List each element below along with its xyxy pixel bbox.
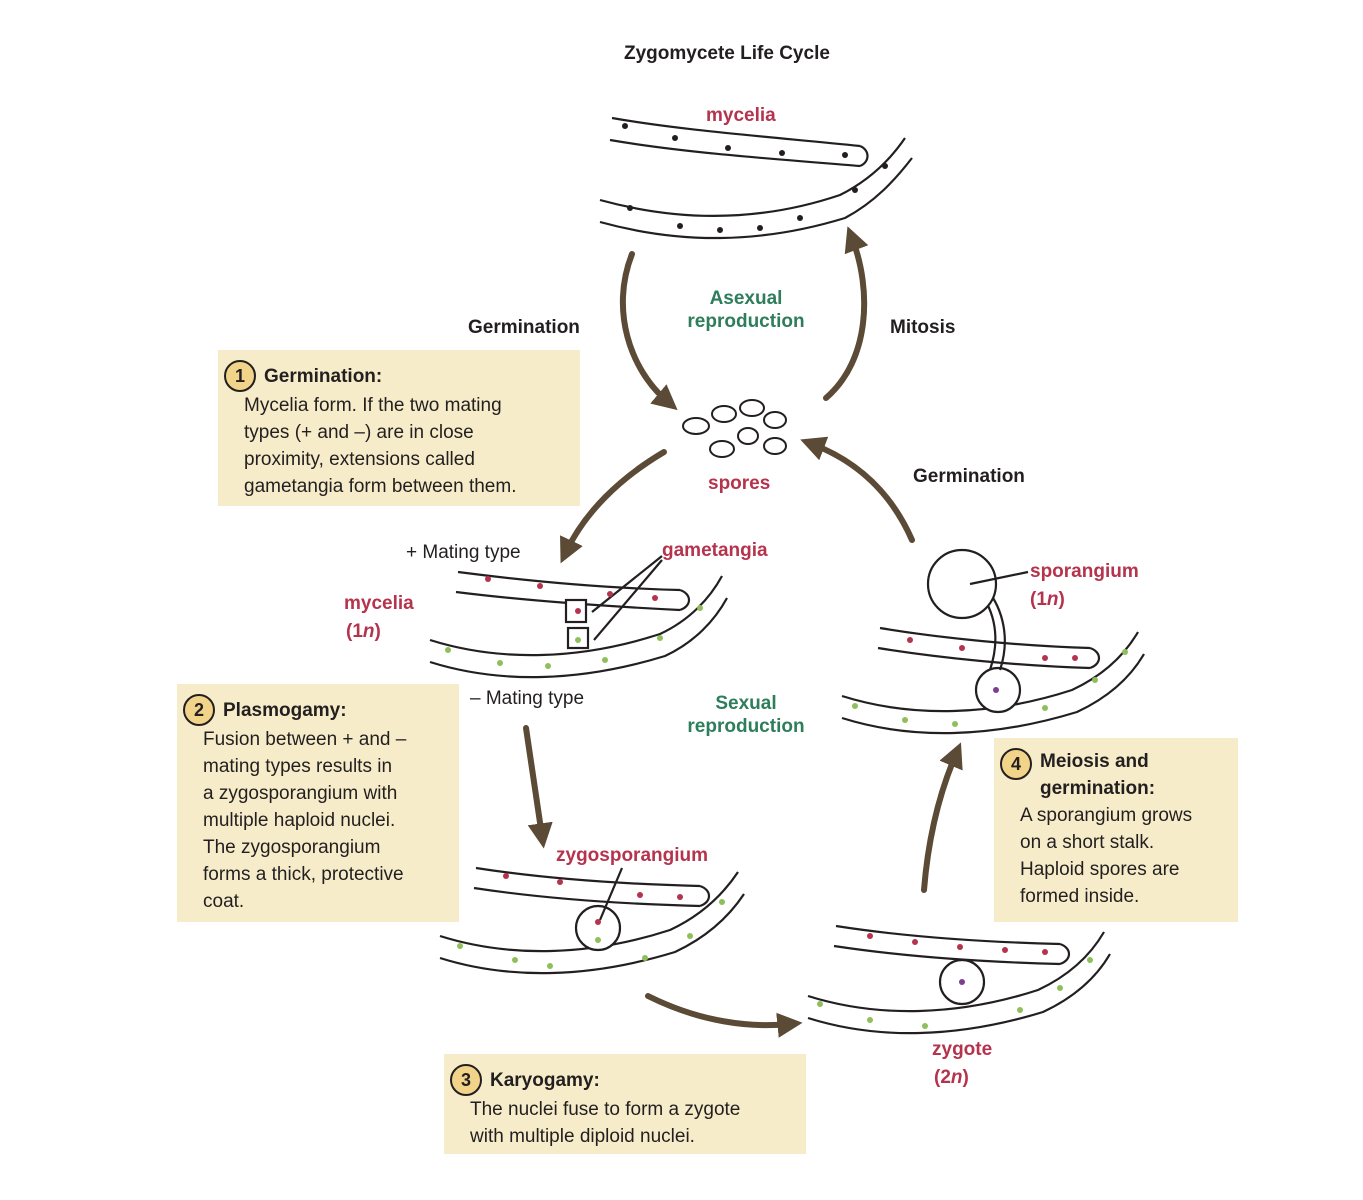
- step-box-2: 2 Plasmogamy: Fusion between + and – mat…: [177, 684, 459, 922]
- step-line: The zygosporangium: [203, 837, 381, 858]
- label-zygote-ploidy: (2n): [934, 1066, 969, 1089]
- step-line: Haploid spores are: [1020, 859, 1180, 880]
- label-spores: spores: [708, 473, 771, 494]
- step-body: A sporangium grows on a short stalk. Hap…: [1020, 802, 1224, 910]
- step-title: Germination:: [264, 365, 383, 387]
- step-header: 4 Meiosis and germination:: [1000, 748, 1224, 802]
- step-line: mating types results in: [203, 756, 393, 777]
- step-body: Fusion between + and – mating types resu…: [203, 726, 445, 915]
- label-zygote: zygote: [932, 1039, 993, 1060]
- step-badge: 2: [183, 694, 215, 726]
- step-line: proximity, extensions called: [244, 449, 475, 470]
- label-asexual-reproduction: Asexual reproduction: [676, 287, 816, 333]
- ploidy-n: n: [950, 1067, 963, 1088]
- step-header: 3 Karyogamy:: [450, 1064, 792, 1096]
- step-line: forms a thick, protective: [203, 864, 404, 885]
- arrow-germination-left: [619, 251, 678, 411]
- step-title: Karyogamy:: [490, 1069, 600, 1091]
- spores-illustration: [682, 399, 787, 458]
- step-line: Fusion between + and –: [203, 729, 407, 750]
- ploidy-n: n: [1046, 589, 1059, 610]
- step-line: a zygosporangium with: [203, 783, 398, 804]
- label-zygosporangium: zygosporangium: [556, 845, 709, 866]
- ploidy-n: n: [362, 621, 375, 642]
- zygosporangium-nuclei: [457, 873, 725, 969]
- step-title: Plasmogamy:: [223, 699, 347, 721]
- label-minus-mating-type: – Mating type: [470, 688, 585, 709]
- arrow-spores-to-gametangia: [560, 449, 667, 564]
- step-body: Mycelia form. If the two mating types (+…: [244, 392, 566, 500]
- step-box-4: 4 Meiosis and germination: A sporangium …: [994, 738, 1238, 922]
- label-sexual-line2: reproduction: [687, 716, 805, 737]
- step-badge: 1: [224, 360, 256, 392]
- step-line: coat.: [203, 891, 245, 912]
- gametangia-illustration: [429, 555, 728, 679]
- label-mycelia-top: mycelia: [706, 105, 776, 126]
- arrow-mitosis: [823, 226, 869, 401]
- label-sexual-reproduction: Sexual reproduction: [674, 692, 818, 738]
- label-sporangium-ploidy: (1n): [1030, 588, 1065, 611]
- step-box-1: 1 Germination: Mycelia form. If the two …: [218, 350, 580, 506]
- step-title-line: germination:: [1040, 778, 1156, 799]
- ploidy-close: ): [1058, 589, 1065, 610]
- diagram-title: Zygomycete Life Cycle: [624, 43, 830, 64]
- sporangium-illustration: [841, 548, 1145, 735]
- ploidy-open: (2: [934, 1067, 951, 1088]
- mycelia-top-illustration: [599, 116, 913, 240]
- zygote-illustration: [807, 924, 1111, 1035]
- step-line: gametangia form between them.: [244, 476, 517, 497]
- arrow-gametangia-to-zygosporangium: [523, 725, 553, 849]
- label-sexual-line1: Sexual: [715, 693, 777, 714]
- step-header: 1 Germination:: [224, 360, 566, 392]
- sporangium-nuclei: [852, 637, 1128, 727]
- step-title-line: Meiosis and: [1040, 751, 1149, 772]
- step-line: types (+ and –) are in close: [244, 422, 474, 443]
- step-body: The nuclei fuse to form a zygote with mu…: [470, 1096, 792, 1150]
- step-badge: 3: [450, 1064, 482, 1096]
- ploidy-close: ): [962, 1067, 969, 1088]
- step-title: Meiosis and germination:: [1040, 748, 1155, 802]
- label-plus-mating-type: + Mating type: [406, 542, 521, 563]
- step-line: A sporangium grows: [1020, 805, 1193, 826]
- ploidy-open: (1: [346, 621, 363, 642]
- step-line: on a short stalk.: [1020, 832, 1155, 853]
- step-line: formed inside.: [1020, 886, 1140, 907]
- step-header: 2 Plasmogamy:: [183, 694, 445, 726]
- gametangia-nuclei: [445, 576, 703, 669]
- label-asexual-line1: Asexual: [709, 288, 783, 309]
- step-line: multiple haploid nuclei.: [203, 810, 396, 831]
- arrow-germination-right: [800, 436, 915, 543]
- arrow-zygote-to-sporangium: [921, 742, 963, 893]
- label-asexual-line2: reproduction: [687, 311, 805, 332]
- step-box-3: 3 Karyogamy: The nuclei fuse to form a z…: [444, 1054, 806, 1154]
- label-mycelia-mid: mycelia: [344, 593, 414, 614]
- label-germination-right: Germination: [913, 466, 1025, 487]
- step-line: The nuclei fuse to form a zygote: [470, 1099, 741, 1120]
- label-germination-left: Germination: [468, 317, 580, 338]
- zygosporangium-illustration: [439, 866, 745, 975]
- ploidy-open: (1: [1030, 589, 1047, 610]
- label-sporangium: sporangium: [1030, 561, 1139, 582]
- mycelia-top-nuclei: [622, 123, 888, 233]
- step-line: with multiple diploid nuclei.: [470, 1126, 695, 1147]
- step-line: Mycelia form. If the two mating: [244, 395, 502, 416]
- ploidy-close: ): [374, 621, 381, 642]
- cycle-arrows: [523, 226, 963, 1038]
- arrow-zygosporangium-to-zygote: [645, 993, 803, 1038]
- label-mitosis: Mitosis: [890, 317, 956, 338]
- label-gametangia: gametangia: [662, 540, 768, 561]
- zygote-nuclei: [817, 933, 1093, 1029]
- label-mycelia-ploidy: (1n): [346, 620, 381, 643]
- step-badge: 4: [1000, 748, 1032, 780]
